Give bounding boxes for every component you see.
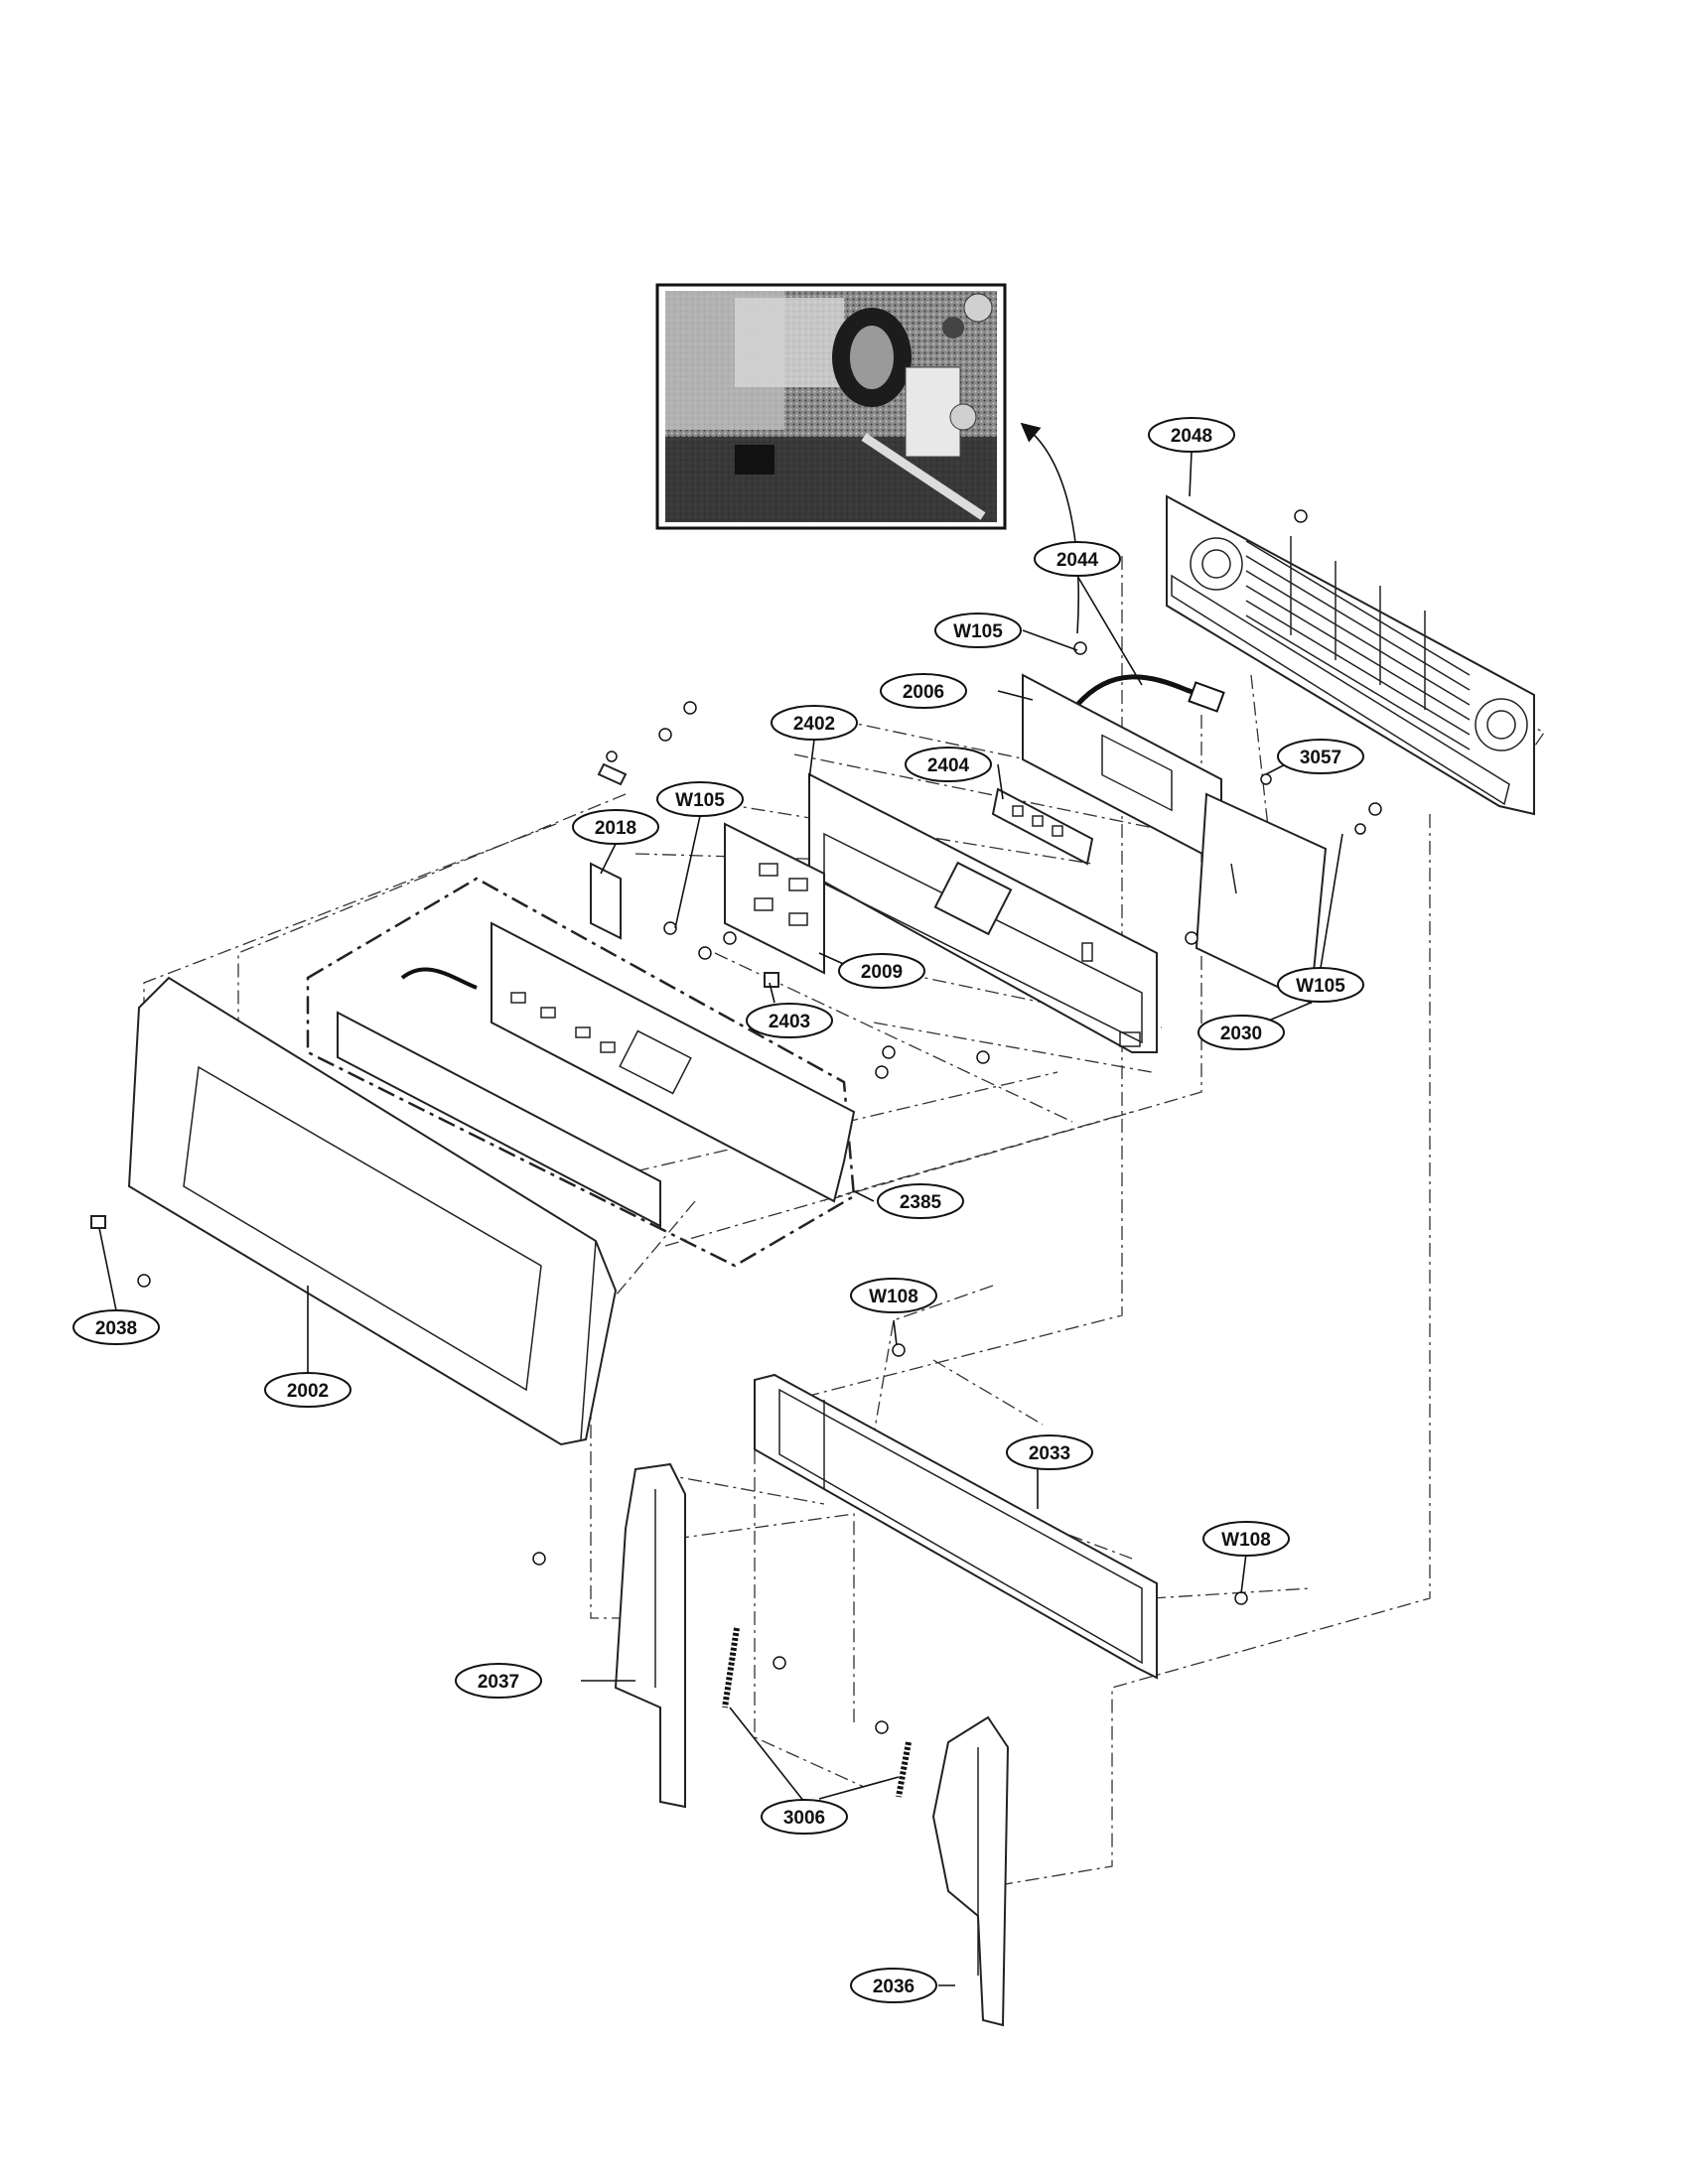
rail-2033: [754, 1373, 1158, 1680]
callout-label: 3057: [1300, 748, 1341, 768]
callout-W105-left: W105: [656, 781, 744, 817]
spring-3006-right: [896, 1741, 912, 1798]
callout-label: 2018: [595, 818, 636, 839]
screws: [137, 509, 1382, 1734]
callout-label: 2038: [95, 1318, 137, 1339]
callout-label: 2009: [861, 962, 903, 983]
callout-2002: 2002: [264, 1372, 352, 1408]
clip-2018: [590, 762, 628, 940]
callout-label: 3006: [783, 1808, 825, 1829]
callout-label: 2033: [1029, 1443, 1070, 1464]
callout-label: W108: [1221, 1530, 1271, 1551]
callout-2403: 2403: [746, 1003, 833, 1038]
callout-label: W105: [675, 790, 725, 811]
callout-2402: 2402: [771, 705, 858, 741]
side-bracket-2036: [931, 1715, 1010, 2027]
callout-label: 2036: [873, 1977, 914, 1997]
callout-label: 2037: [478, 1672, 519, 1693]
front-trim-2002: [127, 976, 618, 1446]
callout-label: 2404: [927, 755, 970, 776]
callout-label: 2403: [769, 1012, 810, 1032]
callout-W105-top: W105: [934, 613, 1022, 648]
callout-label: 2002: [287, 1381, 329, 1402]
clip-2038: [90, 1215, 106, 1229]
module-2404: [991, 787, 1094, 866]
callout-label: 2402: [793, 714, 835, 735]
callout-2033: 2033: [1006, 1434, 1093, 1470]
rear-cover-2048: [1166, 494, 1535, 816]
callout-W108-right: W108: [1202, 1521, 1290, 1557]
callout-label: 2006: [903, 682, 944, 703]
callout-2009: 2009: [838, 953, 925, 989]
control-board-photo-inset: [655, 283, 1007, 530]
callout-W105-right: W105: [1277, 967, 1364, 1003]
switch-2403: [764, 972, 779, 988]
callout-label: 2048: [1171, 426, 1212, 447]
curved-arrow: [1020, 422, 1079, 634]
callout-2385: 2385: [877, 1183, 964, 1219]
callout-label: 2030: [1220, 1024, 1262, 1044]
control-board-2006: [1022, 673, 1222, 866]
callout-3006: 3006: [761, 1799, 848, 1835]
callout-2036: 2036: [850, 1968, 937, 2003]
callout-2037: 2037: [455, 1663, 542, 1699]
wire-connector: [1188, 681, 1225, 713]
control-panel-assembly-2385: [306, 877, 856, 1268]
callout-label: 2044: [1056, 550, 1099, 571]
callout-2030: 2030: [1197, 1015, 1285, 1050]
callout-2038: 2038: [72, 1309, 160, 1345]
callout-label: W105: [1296, 976, 1345, 997]
callout-2048: 2048: [1148, 417, 1235, 453]
callout-2006: 2006: [880, 673, 967, 709]
callout-2404: 2404: [905, 747, 992, 782]
bracket-frame-2402: [808, 772, 1158, 1053]
spring-3006-left: [722, 1627, 740, 1708]
side-bracket-2037: [614, 1462, 686, 1809]
callout-label: W108: [869, 1287, 918, 1307]
callout-3057: 3057: [1277, 739, 1364, 774]
callout-W108-top: W108: [850, 1278, 937, 1313]
callout-label: W105: [953, 621, 1003, 642]
callout-label: 2385: [900, 1192, 942, 1213]
keypad-bracket-2009: [724, 822, 825, 975]
callout-2044: 2044: [1034, 541, 1121, 577]
callout-2018: 2018: [572, 809, 659, 845]
